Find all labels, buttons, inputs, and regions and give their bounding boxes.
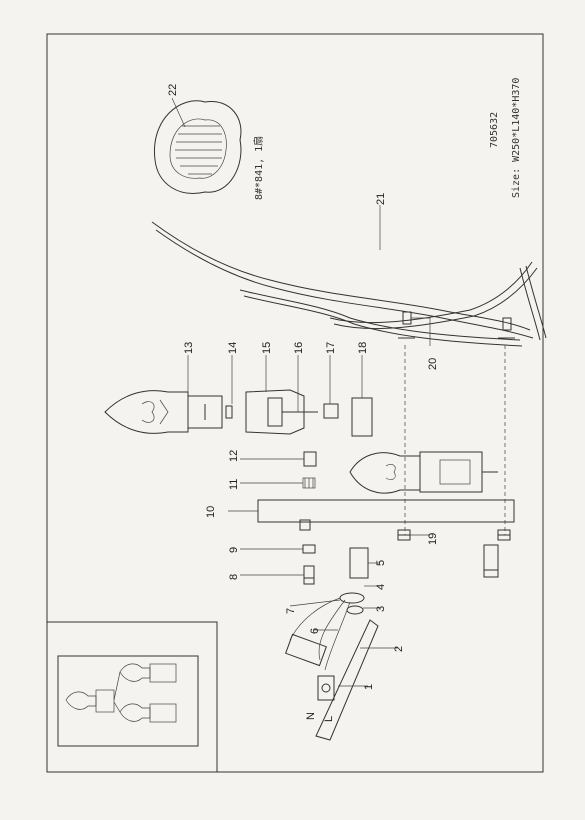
part-number-5: 5 (375, 560, 387, 566)
holder-cup (245, 389, 318, 435)
part-number-20: 20 (427, 358, 439, 370)
lock-nut (346, 605, 364, 615)
spring (302, 477, 316, 489)
part-number-3: 3 (375, 606, 387, 612)
backplate (257, 499, 515, 523)
tube (349, 547, 369, 579)
size-text: Size: W250*L140*H370 (511, 78, 522, 198)
washer (302, 544, 316, 554)
terminal-neutral: N (305, 712, 317, 720)
terminal-live: L (323, 716, 335, 722)
assembled-bulb (349, 451, 498, 494)
terminal-block (285, 633, 335, 701)
nut (323, 403, 339, 419)
part-number-14: 14 (227, 342, 239, 354)
part-number-10: 10 (205, 506, 217, 518)
sleeve (351, 397, 373, 437)
part-number-16: 16 (293, 342, 305, 354)
part-number-18: 18 (357, 342, 369, 354)
drawing-border (46, 33, 544, 773)
part-number-13: 13 (183, 342, 195, 354)
shade-glass (153, 100, 242, 194)
part-number-2: 2 (393, 646, 405, 652)
part-number-7: 7 (285, 608, 297, 614)
part-number-1: 1 (363, 684, 375, 690)
model-code: 705632 (489, 112, 500, 148)
part-number-12: 12 (228, 450, 240, 462)
part-number-8: 8 (228, 574, 240, 580)
part-number-17: 17 (325, 342, 337, 354)
part-number-19: 19 (427, 533, 439, 545)
candle-bulb (104, 390, 189, 434)
part-number-11: 11 (228, 479, 240, 490)
cap-nut (303, 451, 317, 467)
part-number-15: 15 (261, 342, 273, 354)
lamp-holder (187, 395, 233, 429)
part-number-9: 9 (228, 547, 240, 553)
part-number-6: 6 (309, 628, 321, 634)
part-number-4: 4 (375, 584, 387, 590)
arm-screws (398, 311, 515, 339)
part-number-22: 22 (167, 84, 179, 96)
part-number-21: 21 (375, 193, 387, 205)
shade-note: 8#*841, 1扇 (252, 136, 265, 200)
curved-arms (151, 221, 547, 347)
screw (303, 565, 315, 585)
inset-detail (46, 621, 218, 773)
